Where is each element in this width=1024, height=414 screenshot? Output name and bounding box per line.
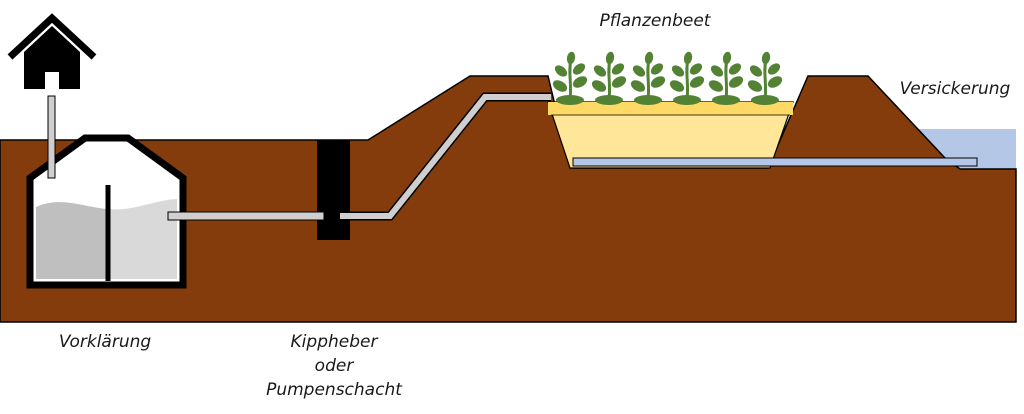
label-infiltration: Versickerung [899,79,1011,99]
label-siphon-line-3: Pumpenschacht [266,380,402,400]
plant-icon [747,51,783,105]
house-pipe [47,95,56,179]
soil-ground [0,75,1017,323]
drainage-pipe [572,157,978,167]
plant-icon [552,51,588,105]
label-siphon: Kippheber oder Pumpenschacht [252,330,416,402]
plant-icon [591,51,627,105]
plant-icon [669,51,705,105]
plant-icon [630,51,666,105]
label-plant-bed: Pflanzenbeet [599,11,711,31]
feed-pipe-inner [340,94,551,219]
label-siphon-line-1: Kippheber [290,332,378,352]
house-icon [7,13,97,89]
tank-outlet-pipe [167,211,325,221]
label-siphon-line-2: oder [314,356,354,376]
label-pretreatment: Vorklärung [58,332,152,352]
pretreatment-tank [26,134,187,289]
siphon-shaft [317,140,350,240]
plant-bed-top-layer [548,102,793,115]
plants [552,51,783,105]
plant-icon [708,51,744,105]
